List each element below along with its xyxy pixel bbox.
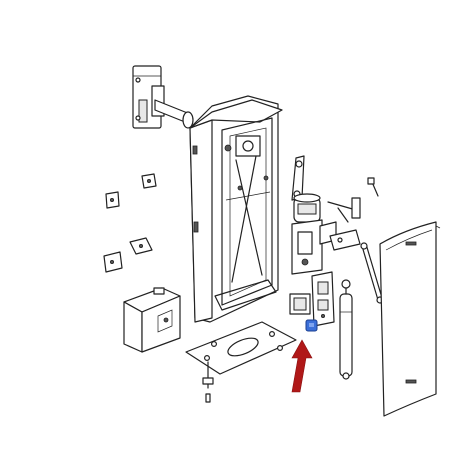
side-cover-panel [379, 221, 441, 417]
motor-gearbox [291, 193, 337, 275]
small-bracket-2 [105, 191, 120, 209]
control-box [123, 287, 181, 353]
highlighted-connector-part [305, 319, 318, 332]
indicator-arrow [291, 339, 313, 393]
base-plate [185, 321, 297, 403]
lever-arm [291, 155, 305, 201]
spring-bracket [329, 229, 361, 251]
small-bracket-4 [103, 251, 123, 273]
transformer [289, 293, 311, 315]
small-bracket-3 [129, 237, 153, 255]
barrier-cabinet [189, 95, 283, 323]
control-board [311, 271, 335, 327]
small-bracket-1 [141, 173, 157, 189]
bolt-set [327, 177, 379, 223]
gas-spring [339, 279, 353, 380]
bar-holder-assembly [132, 65, 194, 129]
